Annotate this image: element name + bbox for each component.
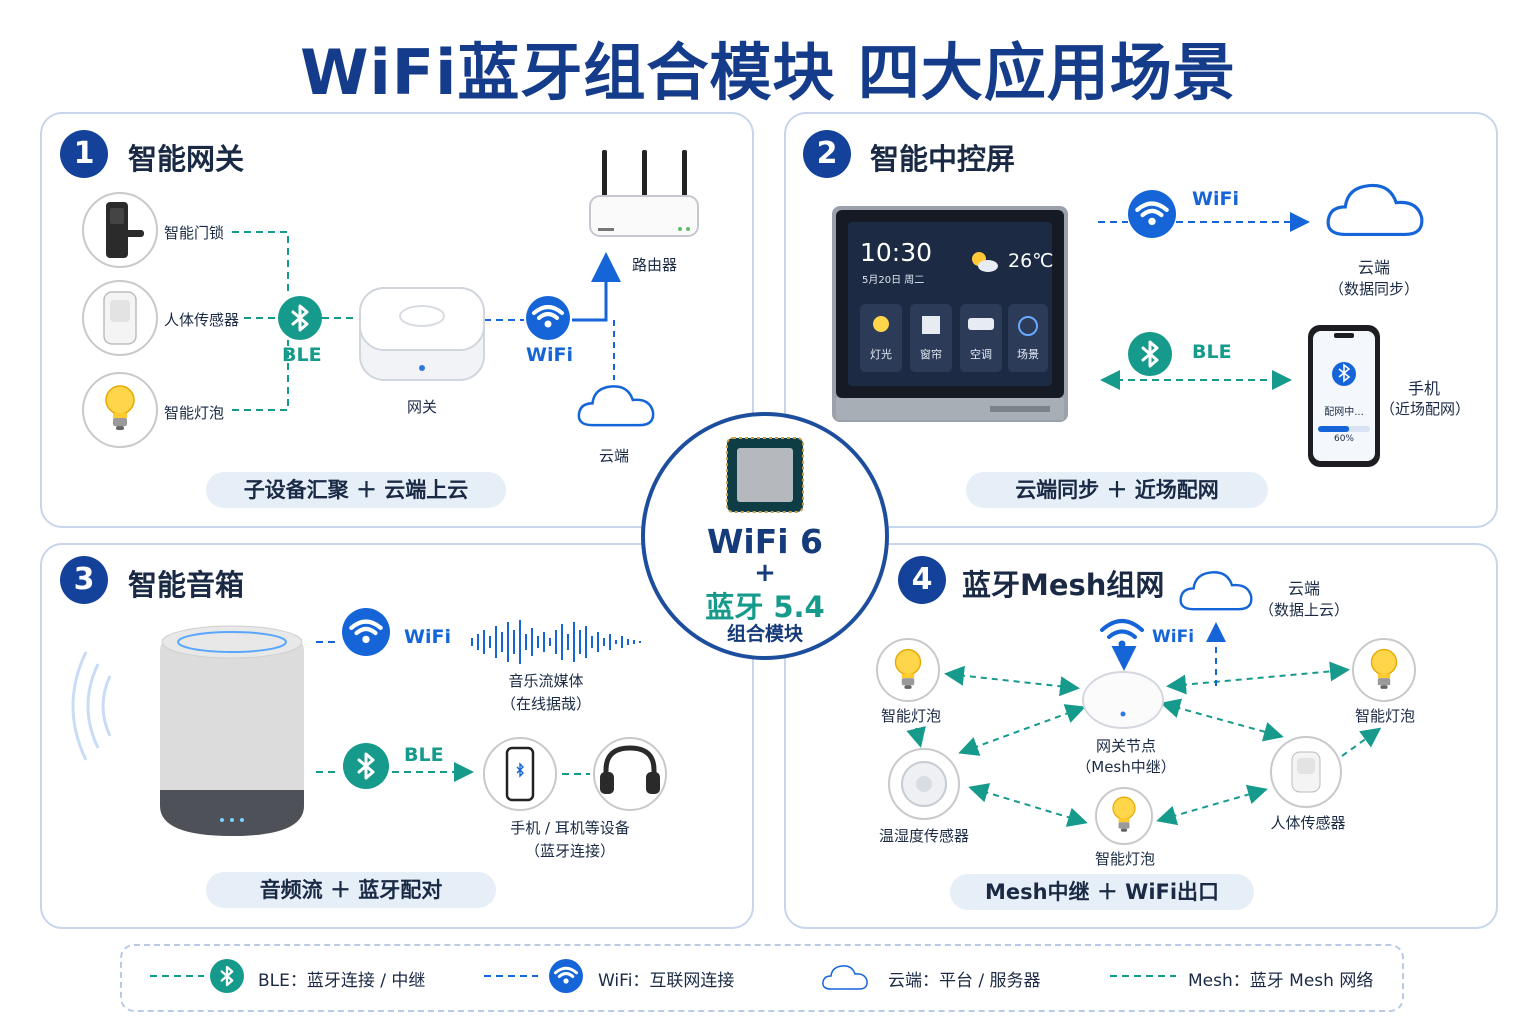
devices-note: （蓝牙连接） bbox=[524, 842, 615, 860]
phone-icon bbox=[483, 737, 557, 811]
cloud-label: 云端 bbox=[1287, 579, 1320, 598]
center-plus: + bbox=[754, 558, 776, 588]
panel4-number: 4 bbox=[898, 556, 946, 604]
bulb-icon bbox=[82, 372, 158, 448]
phone-progress: 60% bbox=[1333, 434, 1354, 444]
ble-label: BLE bbox=[1192, 341, 1232, 363]
speaker-sound-waves bbox=[71, 651, 112, 761]
panel2-summary-pill: 云端同步 ＋ 近场配网 bbox=[966, 472, 1268, 508]
cloud-note: （数据上云） bbox=[1258, 601, 1349, 619]
bluetooth-icon bbox=[1128, 332, 1172, 376]
center-module-text: 组合模块 bbox=[726, 623, 803, 645]
gateway-device-icon bbox=[359, 287, 485, 381]
headphones-icon bbox=[593, 737, 667, 811]
tile-ac[interactable]: 空调 bbox=[970, 348, 992, 361]
legend-wifi: WiFi：互联网连接 bbox=[598, 971, 735, 991]
bulb-right-label: 智能灯泡 bbox=[1354, 707, 1415, 725]
panel1-number: 1 bbox=[60, 130, 108, 178]
panel3-summary-pill: 音频流 ＋ 蓝牙配对 bbox=[206, 872, 496, 908]
legend-mesh: Mesh：蓝牙 Mesh 网络 bbox=[1188, 971, 1374, 991]
screen-time: 10:30 bbox=[860, 238, 933, 267]
tile-scene[interactable]: 场景 bbox=[1017, 348, 1039, 361]
wifi-label: WiFi bbox=[404, 626, 451, 648]
bluetooth-icon bbox=[343, 743, 389, 789]
phone-status: 配网中... bbox=[1324, 407, 1364, 418]
panel1-summary-pill: 子设备汇聚 ＋ 云端上云 bbox=[206, 472, 506, 508]
screen-date: 5月20日 周二 bbox=[862, 275, 925, 286]
wifi-icon bbox=[526, 296, 570, 340]
node-note: （Mesh中继） bbox=[1076, 758, 1176, 776]
panel4-title: 蓝牙Mesh组网 bbox=[962, 568, 1165, 602]
control-screen-device bbox=[832, 206, 1068, 422]
tile-curtain[interactable]: 窗帘 bbox=[920, 348, 942, 361]
panel3-title: 智能音箱 bbox=[128, 568, 245, 602]
body-sensor-label: 人体传感器 bbox=[1270, 814, 1346, 832]
device-label-sensor: 人体传感器 bbox=[164, 311, 240, 329]
wifi-icon bbox=[549, 959, 583, 993]
router-label: 路由器 bbox=[632, 256, 678, 274]
wifi-icon bbox=[1128, 190, 1176, 238]
panel1-title: 智能网关 bbox=[128, 142, 245, 176]
wifi-label: WiFi bbox=[526, 344, 573, 366]
stream-label: 音乐流媒体 bbox=[508, 672, 584, 690]
legend-box bbox=[120, 944, 1404, 1012]
wifi-to-router-link bbox=[572, 252, 621, 322]
cloud-note: （数据同步） bbox=[1328, 280, 1419, 298]
panel-smart-speaker bbox=[40, 543, 754, 929]
wifi-icon-small bbox=[1100, 619, 1144, 648]
panel4-summary-pill: Mesh中继 ＋ WiFi出口 bbox=[950, 874, 1254, 910]
cloud-label: 云端 bbox=[1357, 258, 1390, 277]
center-bt-text: 蓝牙 5.4 bbox=[705, 590, 825, 624]
router-icon bbox=[589, 150, 699, 237]
audio-waveform-icon bbox=[471, 620, 641, 664]
wifi-icon bbox=[342, 608, 390, 656]
device-label-lock: 智能门锁 bbox=[164, 224, 225, 242]
speaker-icon bbox=[160, 625, 304, 836]
sensor-icon bbox=[1270, 736, 1342, 808]
phone-progress-fill bbox=[1318, 426, 1350, 432]
temp-sensor-label: 温湿度传感器 bbox=[878, 827, 969, 845]
panel2-title: 智能中控屏 bbox=[870, 142, 1016, 176]
phone-label: 手机 bbox=[1407, 379, 1440, 398]
sensor-icon bbox=[82, 280, 158, 356]
phone-note: （近场配网） bbox=[1380, 400, 1471, 418]
gateway-label: 网关 bbox=[406, 398, 437, 416]
screen-temperature: 26℃ bbox=[1008, 250, 1054, 272]
tile-light[interactable]: 灯光 bbox=[870, 348, 892, 361]
center-wifi-text: WiFi 6 bbox=[706, 522, 823, 561]
ble-label: BLE bbox=[282, 344, 322, 366]
bluetooth-icon bbox=[278, 296, 322, 340]
legend-cloud: 云端：平台 / 服务器 bbox=[888, 971, 1041, 991]
bulb-icon bbox=[1095, 787, 1153, 845]
phone-icon bbox=[1308, 325, 1380, 467]
weather-icon bbox=[972, 252, 998, 272]
lock-icon bbox=[82, 192, 158, 268]
bulb-bottom-label: 智能灯泡 bbox=[1094, 850, 1155, 868]
temp-sensor-icon bbox=[888, 748, 960, 820]
panel1-connectors bbox=[232, 231, 358, 411]
device-label-bulb: 智能灯泡 bbox=[164, 404, 225, 422]
panel2-number: 2 bbox=[803, 130, 851, 178]
devices-label: 手机 / 耳机等设备 bbox=[510, 819, 630, 837]
wifi-label: WiFi bbox=[1192, 188, 1239, 210]
panel3-number: 3 bbox=[60, 556, 108, 604]
cloud-icon bbox=[1326, 183, 1424, 237]
bulb-icon bbox=[1352, 638, 1416, 702]
mesh-gateway-node bbox=[1082, 671, 1164, 729]
cloud-label: 云端 bbox=[598, 447, 629, 465]
cloud-icon bbox=[1179, 570, 1253, 611]
page-title: WiFi蓝牙组合模块 四大应用场景 bbox=[300, 36, 1236, 109]
center-module-badge: WiFi 6 + 蓝牙 5.4 组合模块 bbox=[641, 412, 889, 660]
legend-ble: BLE：蓝牙连接 / 中继 bbox=[258, 971, 426, 991]
stream-note: （在线据哉） bbox=[500, 695, 591, 713]
bulb-icon bbox=[876, 638, 940, 702]
node-label: 网关节点 bbox=[1095, 737, 1156, 755]
bulb-left-label: 智能灯泡 bbox=[880, 707, 941, 725]
wifi-label: WiFi bbox=[1152, 627, 1195, 647]
chip-icon bbox=[726, 437, 804, 513]
ble-label: BLE bbox=[404, 744, 444, 766]
bluetooth-icon bbox=[210, 959, 244, 993]
mesh-links bbox=[906, 661, 1382, 827]
